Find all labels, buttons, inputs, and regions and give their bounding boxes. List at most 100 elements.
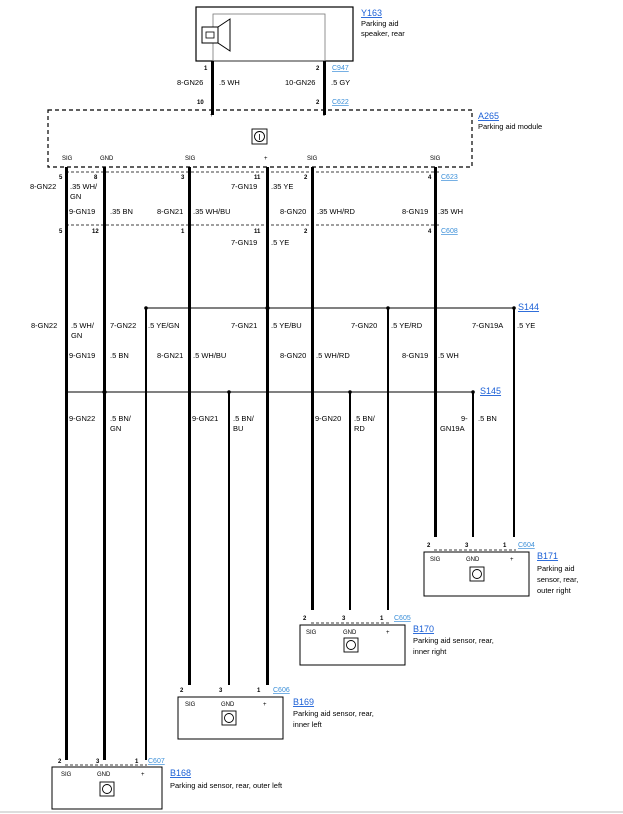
- svg-text:.35 BN: .35 BN: [110, 207, 133, 216]
- svg-text:8-GN19: 8-GN19: [402, 207, 428, 216]
- svg-text:8: 8: [94, 175, 98, 181]
- svg-text:8-GN26: 8-GN26: [177, 78, 203, 87]
- component-link-b168[interactable]: B168: [170, 768, 191, 778]
- svg-text:7-GN21: 7-GN21: [231, 321, 257, 330]
- svg-text:3: 3: [342, 616, 346, 622]
- svg-text:SIG: SIG: [430, 557, 441, 563]
- svg-text:8-GN21: 8-GN21: [157, 351, 183, 360]
- svg-text:3: 3: [219, 688, 223, 694]
- wire-labels-upper: 8-GN22 .35 WH/ GN 9-GN19 .35 BN 8-GN21 .…: [30, 182, 463, 216]
- svg-text:11: 11: [254, 229, 261, 235]
- svg-text:2: 2: [316, 66, 320, 72]
- svg-text:2: 2: [180, 688, 184, 694]
- svg-text:GN: GN: [71, 331, 82, 340]
- component-link-b170[interactable]: B170: [413, 624, 434, 634]
- svg-text:Parking aid module: Parking aid module: [478, 122, 542, 131]
- splice-s144: S144: [144, 302, 539, 312]
- svg-text:+: +: [141, 772, 145, 778]
- main-wires: [65, 167, 437, 760]
- svg-text:5: 5: [59, 175, 63, 181]
- speaker-wires: 1 2 C947 8-GN26 .5 WH 10-GN26 .5 GY 10 2…: [177, 61, 350, 119]
- svg-text:7-GN20: 7-GN20: [351, 321, 377, 330]
- svg-text:C608: C608: [441, 228, 458, 235]
- component-link-y163[interactable]: Y163: [361, 8, 382, 18]
- connector-c608-pins: 5 12 1 11 2 4 C608 7-GN19 .5 YE: [59, 228, 458, 247]
- svg-text:2: 2: [427, 543, 431, 549]
- svg-text:+: +: [210, 113, 214, 119]
- svg-text:2: 2: [304, 229, 308, 235]
- svg-text:GN19A: GN19A: [440, 424, 465, 433]
- svg-text:.5 YE: .5 YE: [271, 238, 289, 247]
- connector-link-c607[interactable]: C607: [148, 758, 165, 765]
- wire-labels-middle: 8-GN22 .5 WH/ GN 7-GN22 .5 YE/GN 7-GN21 …: [31, 321, 535, 360]
- connector-link-c623[interactable]: C623: [441, 174, 458, 181]
- svg-text:inner right: inner right: [413, 647, 447, 656]
- wire-labels-lower: 9-GN22 .5 BN/ GN 9-GN21 .5 BN/ BU 9-GN20…: [69, 414, 497, 433]
- svg-text:Parking aid: Parking aid: [361, 19, 399, 28]
- connector-link-c605[interactable]: C605: [394, 615, 411, 622]
- splice-link-s144[interactable]: S144: [518, 302, 539, 312]
- svg-text:9-GN20: 9-GN20: [315, 414, 341, 423]
- component-link-a265[interactable]: A265: [478, 111, 499, 121]
- svg-text:.5 WH: .5 WH: [438, 351, 459, 360]
- svg-text:3: 3: [181, 175, 185, 181]
- connector-link-c947[interactable]: C947: [332, 65, 349, 72]
- svg-text:5: 5: [59, 229, 63, 235]
- svg-text:.35 WH: .35 WH: [438, 207, 463, 216]
- svg-text:.35 WH/RD: .35 WH/RD: [317, 207, 356, 216]
- svg-text:C604: C604: [518, 542, 535, 549]
- svg-text:SIG: SIG: [306, 630, 317, 636]
- sensor-b168: 2 3 1 C607 SIG GND + B168 Parking aid se…: [51, 758, 283, 810]
- splice-link-s145[interactable]: S145: [480, 386, 501, 396]
- svg-text:8-GN20: 8-GN20: [280, 207, 306, 216]
- svg-text:1: 1: [257, 688, 261, 694]
- component-link-b171[interactable]: B171: [537, 551, 558, 561]
- gnd-branch-wires: [103, 392, 474, 760]
- svg-text:.5 BN: .5 BN: [110, 351, 129, 360]
- svg-text:C606: C606: [273, 687, 290, 694]
- svg-text:.35 WH/: .35 WH/: [70, 182, 98, 191]
- svg-text:.5 YE/BU: .5 YE/BU: [271, 321, 302, 330]
- svg-text:8-GN22: 8-GN22: [31, 321, 57, 330]
- svg-text:7-GN19A: 7-GN19A: [472, 321, 503, 330]
- svg-text:+: +: [263, 702, 267, 708]
- svg-text:-: -: [323, 113, 325, 119]
- connector-c623-pins: 5 8 3 11 2 4 C623: [59, 174, 458, 181]
- sensor-icon: [221, 710, 237, 726]
- svg-text:SIG: SIG: [185, 702, 196, 708]
- svg-text:outer right: outer right: [537, 586, 572, 595]
- connector-link-c604[interactable]: C604: [518, 542, 535, 549]
- plus-branch-wires: [145, 308, 515, 760]
- svg-text:GND: GND: [343, 630, 357, 636]
- svg-text:7-GN22: 7-GN22: [110, 321, 136, 330]
- sensor-b171: 2 3 1 C604 SIG GND + B171 Parking aid se…: [423, 542, 578, 597]
- svg-text:Parking aid sensor, rear,: Parking aid sensor, rear,: [293, 709, 374, 718]
- svg-text:.5 GY: .5 GY: [331, 78, 350, 87]
- svg-text:9-GN21: 9-GN21: [192, 414, 218, 423]
- svg-text:SIG: SIG: [62, 156, 73, 162]
- speaker-icon: [201, 18, 231, 52]
- svg-text:.5 BN/: .5 BN/: [354, 414, 376, 423]
- sensor-b170: 2 3 1 C605 SIG GND + B170 Parking aid se…: [299, 615, 494, 666]
- svg-text:.35 WH/BU: .35 WH/BU: [193, 207, 231, 216]
- svg-text:.5 YE/GN: .5 YE/GN: [148, 321, 180, 330]
- svg-text:8-GN22: 8-GN22: [30, 182, 56, 191]
- svg-text:12: 12: [92, 229, 99, 235]
- connector-link-c606[interactable]: C606: [273, 687, 290, 694]
- svg-text:GN: GN: [110, 424, 121, 433]
- svg-text:GND: GND: [100, 156, 114, 162]
- svg-text:.5 WH: .5 WH: [219, 78, 240, 87]
- connector-link-c622[interactable]: C622: [332, 99, 349, 106]
- sensor-icon: [99, 781, 115, 797]
- svg-text:1: 1: [503, 543, 507, 549]
- connector-link-c608[interactable]: C608: [441, 228, 458, 235]
- svg-text:2: 2: [304, 175, 308, 181]
- svg-text:RD: RD: [354, 424, 365, 433]
- svg-text:B171: B171: [537, 551, 558, 561]
- component-link-b169[interactable]: B169: [293, 697, 314, 707]
- svg-text:GND: GND: [466, 557, 480, 563]
- svg-text:B169: B169: [293, 697, 314, 707]
- svg-text:1: 1: [380, 616, 384, 622]
- svg-text:C605: C605: [394, 615, 411, 622]
- svg-text:GN: GN: [70, 192, 81, 201]
